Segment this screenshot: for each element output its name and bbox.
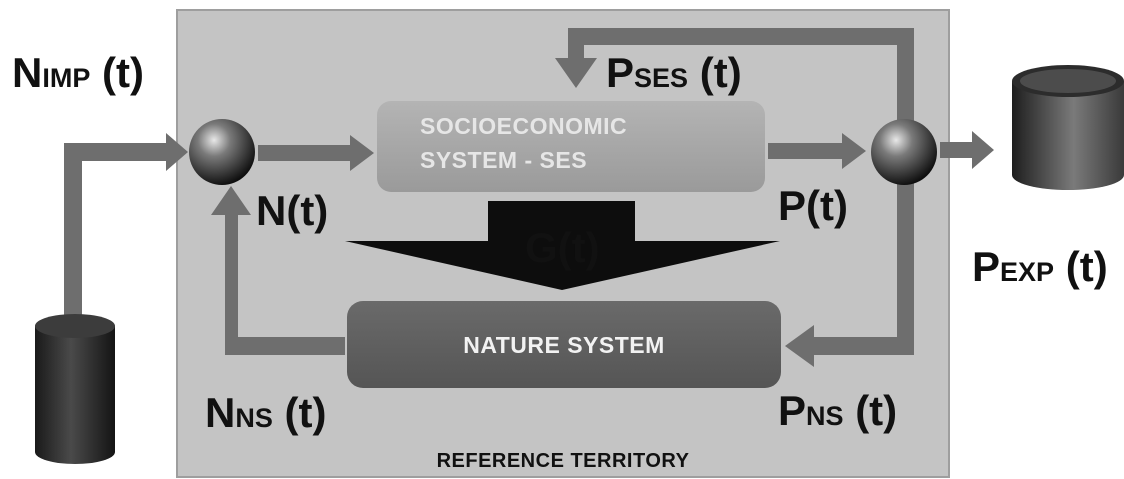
export-cylinder-icon — [1012, 65, 1124, 190]
ses-to-node-arrow — [768, 133, 866, 169]
nature-system-box — [347, 301, 781, 388]
n-t-label: N(t) — [256, 187, 328, 234]
p-t-label: P(t) — [778, 182, 848, 229]
nature-to-node-arrow — [211, 186, 345, 355]
g-t-label: G(t) — [525, 224, 600, 271]
import-arrow — [64, 133, 188, 318]
n-ns-label: NNS (t) — [205, 389, 327, 436]
ses-box-line2: SYSTEM - SES — [420, 147, 587, 173]
input-node-sphere-icon — [189, 119, 255, 185]
n-imp-label: NIMP (t) — [12, 49, 144, 96]
import-cylinder-icon — [35, 314, 115, 464]
ses-box — [377, 101, 765, 192]
reference-territory-label: REFERENCE TERRITORY — [437, 450, 690, 472]
ses-feedback-arrow — [555, 28, 914, 124]
nature-system-label: NATURE SYSTEM — [463, 332, 665, 358]
ses-box-line1: SOCIOECONOMIC — [420, 113, 627, 139]
flow-arrows — [64, 28, 994, 367]
p-ns-label: PNS (t) — [778, 387, 897, 434]
node-to-export-arrow — [940, 131, 994, 169]
p-exp-label: PEXP (t) — [972, 243, 1108, 290]
g-funnel-arrow-icon — [345, 201, 780, 290]
output-node-sphere-icon — [871, 119, 937, 185]
node-to-ses-arrow — [258, 135, 374, 171]
p-ses-label: PSES (t) — [606, 49, 742, 96]
node-to-nature-arrow — [785, 180, 914, 367]
